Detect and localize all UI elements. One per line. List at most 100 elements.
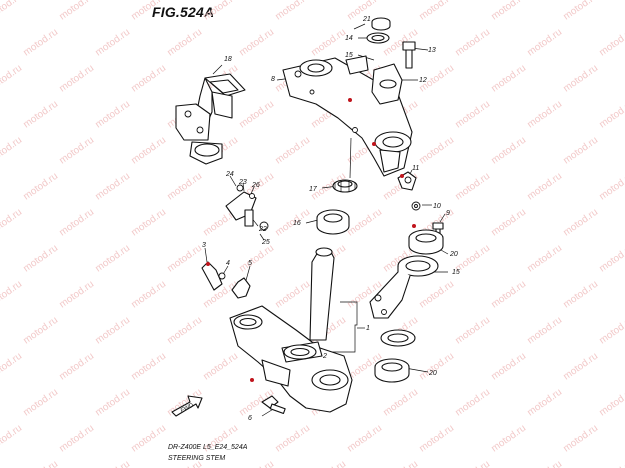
callout-23: 23 — [238, 179, 247, 186]
watermark-text: motod.ru — [417, 0, 456, 22]
watermark-text: motod.ru — [489, 63, 528, 95]
watermark-text: motod.ru — [525, 171, 564, 203]
handlebar-holder — [371, 63, 403, 105]
callout-6: 6 — [248, 415, 252, 422]
watermark-text: motod.ru — [597, 315, 625, 347]
lower-bolt — [261, 395, 286, 415]
watermark-text: motod.ru — [597, 171, 625, 203]
watermark-text: motod.ru — [525, 243, 564, 275]
watermark-text: motod.ru — [21, 315, 60, 347]
watermark-text: motod.ru — [561, 0, 600, 22]
reference-dot — [412, 224, 416, 228]
steering-stem-cap — [371, 17, 391, 31]
lower-steering-bearing — [283, 344, 317, 360]
steering-lock-nut — [332, 179, 358, 193]
watermark-text: motod.ru — [525, 459, 564, 468]
reference-dot — [250, 378, 254, 382]
watermark-text: motod.ru — [129, 63, 168, 95]
watermark-text: motod.ru — [309, 27, 348, 59]
watermark-text: motod.ru — [381, 387, 420, 419]
watermark-text: motod.ru — [561, 351, 600, 383]
watermark-text: motod.ru — [21, 387, 60, 419]
watermark-text: motod.ru — [129, 423, 168, 455]
watermark-text: motod.ru — [0, 279, 24, 311]
watermark-text: motod.ru — [273, 279, 312, 311]
callout-21: 21 — [362, 16, 371, 23]
watermark-text: motod.ru — [453, 99, 492, 131]
watermark-text: motod.ru — [21, 99, 60, 131]
watermark-text: motod.ru — [273, 0, 312, 22]
callout-5: 5 — [248, 260, 252, 267]
watermark-text: motod.ru — [561, 207, 600, 239]
watermark-text: motod.ru — [21, 243, 60, 275]
watermark-text: motod.ru — [201, 351, 240, 383]
watermark-text: motod.ru — [273, 423, 312, 455]
watermark-text: motod.ru — [0, 63, 24, 95]
watermark-text: motod.ru — [489, 279, 528, 311]
watermark-text: motod.ru — [597, 27, 625, 59]
reference-dot — [400, 174, 404, 178]
watermark-text: motod.ru — [129, 279, 168, 311]
watermark-text: motod.ru — [489, 0, 528, 22]
callout-9: 9 — [446, 210, 450, 217]
watermark-text: motod.ru — [273, 135, 312, 167]
watermark-text: motod.ru — [93, 315, 132, 347]
callout-8: 8 — [271, 76, 275, 83]
watermark-text: motod.ru — [165, 315, 204, 347]
watermark-text: motod.ru — [21, 27, 60, 59]
lower-bearing-race — [380, 329, 416, 347]
watermark-text: motod.ru — [0, 207, 24, 239]
watermark-text: motod.ru — [93, 387, 132, 419]
watermark-text: motod.ru — [309, 459, 348, 468]
callout-1: 1 — [366, 325, 370, 332]
watermark-text: motod.ru — [237, 27, 276, 59]
watermark-text: motod.ru — [597, 243, 625, 275]
callout-10: 10 — [433, 203, 441, 210]
callout-22: 22 — [258, 226, 267, 233]
figure-model-code: DR-Z400E L5_E24_524A — [168, 444, 248, 451]
watermark-text: motod.ru — [21, 171, 60, 203]
callout-17: 17 — [309, 186, 318, 193]
watermark-text: motod.ru — [57, 351, 96, 383]
watermark-text: motod.ru — [561, 423, 600, 455]
watermark-text: motod.ru — [165, 171, 204, 203]
watermark-text: motod.ru — [0, 0, 24, 22]
callout-labels: 1 2 3 4 5 6 8 9 10 11 12 13 14 15 15 16 … — [202, 16, 460, 422]
dust-seal-lower — [374, 358, 410, 383]
watermark-text: motod.ru — [129, 0, 168, 22]
stem-washer — [366, 32, 390, 44]
callout-20-upper: 20 — [449, 251, 458, 258]
watermark-text: motod.ru — [489, 207, 528, 239]
watermark-text: motod.ru — [453, 387, 492, 419]
watermark-text: motod.ru — [561, 135, 600, 167]
watermark-text: motod.ru — [0, 135, 24, 167]
watermark-text: motod.ru — [129, 207, 168, 239]
watermark-text: motod.ru — [525, 315, 564, 347]
callout-20-lower: 20 — [428, 370, 437, 377]
watermark-text: motod.ru — [453, 459, 492, 468]
watermark-text: motod.ru — [489, 423, 528, 455]
figure-title: FIG.524A — [152, 4, 215, 20]
callout-18: 18 — [224, 56, 232, 63]
watermark-text: motod.ru — [453, 27, 492, 59]
callout-26: 26 — [251, 182, 260, 189]
watermark-text: motod.ru — [57, 135, 96, 167]
figure-name: STEERING STEM — [168, 455, 226, 462]
watermark-text: motod.ru — [417, 351, 456, 383]
watermark-text: motod.ru — [129, 135, 168, 167]
callout-12: 12 — [419, 77, 427, 84]
callout-2: 2 — [322, 353, 327, 360]
watermark-text: motod.ru — [165, 243, 204, 275]
callout-14: 14 — [345, 35, 353, 42]
reference-dot — [372, 142, 376, 146]
watermark-text: motod.ru — [93, 99, 132, 131]
watermark-text: motod.ru — [525, 387, 564, 419]
watermark-text: motod.ru — [597, 459, 625, 468]
watermark-text: motod.ru — [93, 27, 132, 59]
watermark-text: motod.ru — [57, 0, 96, 22]
watermark-text: motod.ru — [561, 279, 600, 311]
watermark-text: motod.ru — [237, 99, 276, 131]
watermark-text: motod.ru — [129, 351, 168, 383]
sensor-bracket-parts — [225, 184, 269, 231]
